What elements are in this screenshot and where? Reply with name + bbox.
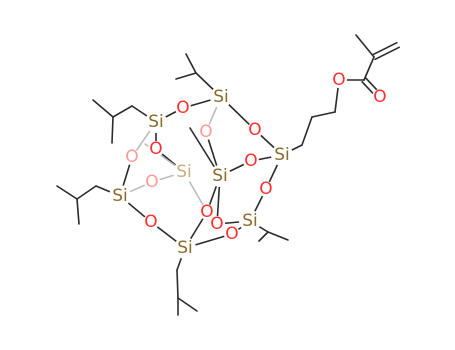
bond-c16-c17	[267, 231, 289, 241]
oxygen-atom-o8: O	[144, 172, 160, 192]
silicon-atom-si7: Si	[239, 210, 261, 232]
atom-label: Si	[242, 211, 258, 231]
bond-c9-c11	[76, 198, 80, 225]
atom-halo	[209, 216, 225, 232]
atom-halo	[209, 165, 231, 187]
atom-halo	[124, 149, 140, 165]
atom-label: O	[373, 87, 386, 107]
bond-c13-c14	[177, 297, 198, 312]
bond-c5-c7	[111, 116, 114, 144]
atom-label: O	[332, 70, 345, 90]
atom-label: Si	[112, 186, 128, 206]
silicon-atom-si2: Si	[145, 111, 167, 133]
bond-c16-c18	[258, 231, 269, 242]
silicon-atom-si3: Si	[271, 144, 293, 166]
atom-halo	[199, 204, 215, 220]
atom-halo	[239, 210, 261, 232]
oxygen-atom-o10: O	[143, 212, 159, 232]
atom-label: O	[248, 120, 261, 140]
atom-halo	[271, 144, 293, 166]
atom-label: Si	[274, 145, 290, 165]
atom-label: O	[145, 172, 158, 192]
atom-halo	[372, 89, 388, 105]
oxygen-atom-o9: O	[199, 202, 215, 222]
atom-label: O	[225, 224, 238, 244]
atom-label: Si	[213, 87, 229, 107]
atom-halo	[210, 86, 232, 108]
oxygen-atom-o_ester: O	[331, 70, 347, 90]
silicon-atom-si4: Si	[173, 161, 195, 183]
atom-halo	[243, 153, 259, 169]
bond-c22-c23	[363, 56, 375, 81]
atom-halo	[174, 237, 196, 259]
bond-c9-c10	[56, 185, 78, 200]
oxygen-atom-o4: O	[148, 139, 164, 159]
atom-label: O	[210, 214, 223, 234]
atom-label: Si	[212, 166, 228, 186]
atom-label: O	[199, 122, 212, 142]
bond-c20-c21	[311, 111, 336, 118]
bond-c5-c6	[92, 99, 114, 118]
oxygen-atom-o11: O	[224, 224, 240, 244]
atom-halo	[148, 141, 164, 157]
atom-label: O	[125, 147, 138, 167]
atom-label: O	[259, 179, 272, 199]
atom-label: O	[176, 98, 189, 118]
silicon-atom-si1: Si	[210, 86, 232, 108]
oxygen-atom-o6: O	[124, 147, 140, 167]
atom-halo	[143, 214, 159, 230]
atom-halo	[224, 226, 240, 242]
bond-c19-c20	[301, 116, 313, 146]
atom-halo	[175, 100, 191, 116]
atom-halo	[198, 124, 214, 140]
atom-label: O	[200, 202, 213, 222]
atom-halo	[173, 161, 195, 183]
atom-label: O	[144, 212, 157, 232]
bond-c4-c5	[112, 105, 133, 118]
atom-label: Si	[148, 112, 164, 132]
oxygen-atom-o12: O	[209, 214, 225, 234]
oxygen-atom-o7: O	[258, 179, 274, 199]
atom-label: Si	[176, 162, 192, 182]
atom-label: Si	[177, 238, 193, 258]
atom-halo	[247, 122, 263, 138]
silicon-atom-si8: Si	[174, 237, 196, 259]
bond-c1-c3	[175, 72, 197, 80]
atom-halo	[145, 111, 167, 133]
atom-halo	[258, 181, 274, 197]
bond-c8-c9	[76, 185, 97, 200]
atom-halo	[331, 72, 347, 88]
oxygen-atom-o_carbonyl: O	[372, 87, 388, 107]
bond-c1-c2	[185, 53, 197, 74]
oxygen-atom-o1: O	[175, 98, 191, 118]
oxygen-atom-o2: O	[198, 122, 214, 142]
atom-halo	[109, 185, 131, 207]
oxygen-atom-o5: O	[243, 151, 259, 171]
bond-c12-c13	[176, 269, 179, 299]
silicon-atom-si6: Si	[109, 185, 131, 207]
silicon-atom-si5: Si	[209, 165, 231, 187]
atom-halo	[144, 174, 160, 190]
double-bond-c23-c25	[374, 46, 400, 61]
atom-label: O	[244, 151, 257, 171]
atom-label: O	[149, 139, 162, 159]
oxygen-atom-o3: O	[247, 120, 263, 140]
bond-c23-c24	[355, 34, 375, 58]
double-bond-c23-c25	[372, 41, 398, 56]
